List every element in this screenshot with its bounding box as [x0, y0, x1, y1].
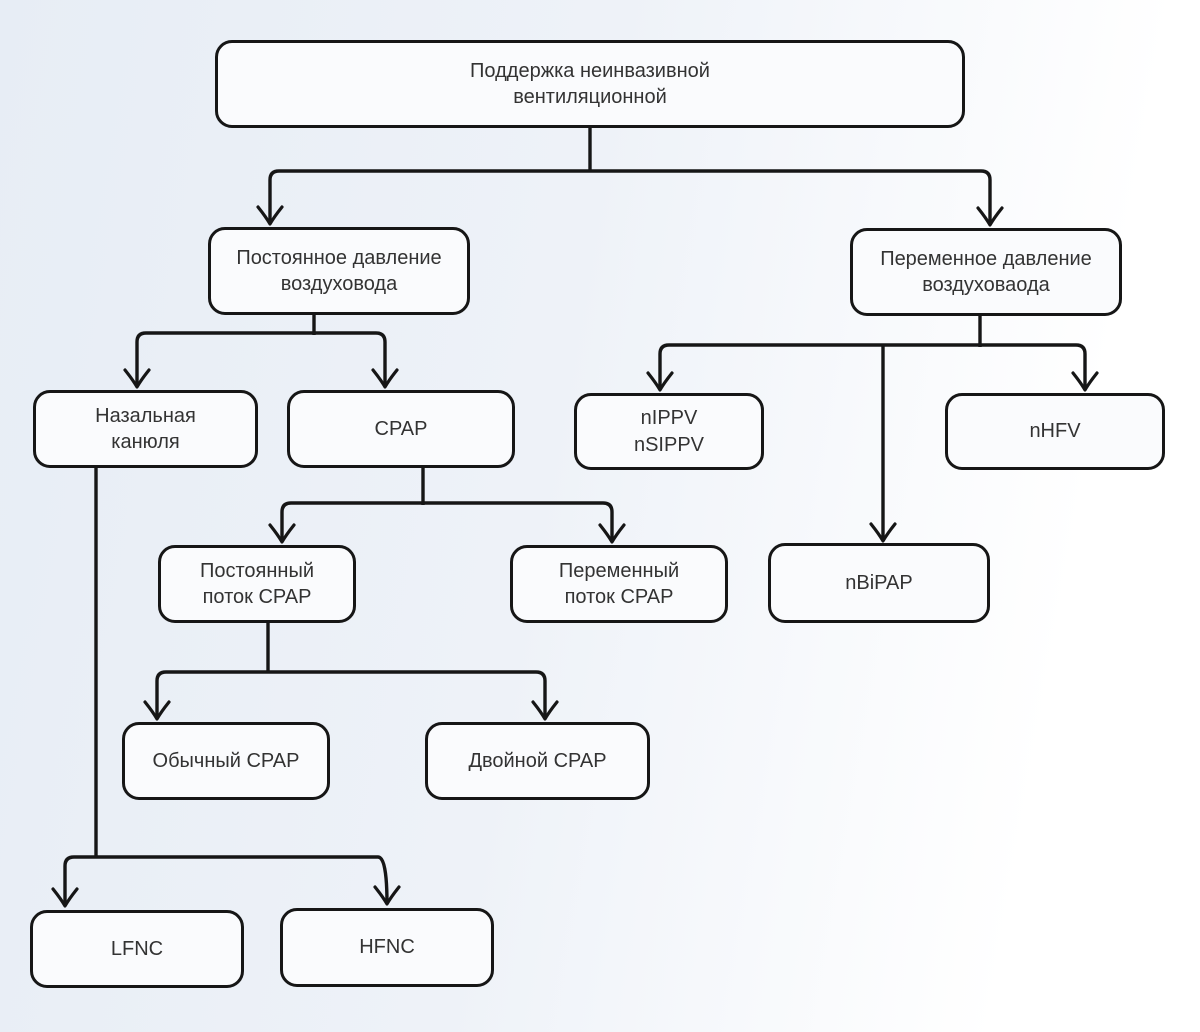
node-cpap: CPAP	[287, 390, 515, 468]
node-root: Поддержка неинвазивной вентиляционной	[215, 40, 965, 128]
node-constant-pressure: Постоянное давление воздуховода	[208, 227, 470, 315]
connector-varpressure-fork	[646, 343, 1099, 392]
node-nhfv: nHFV	[945, 393, 1165, 470]
connector-constpressure-fork	[123, 331, 399, 389]
connector-constflow-fork	[143, 670, 559, 721]
node-hfnc: HFNC	[280, 908, 494, 987]
node-regular-cpap: Обычный CPAP	[122, 722, 330, 800]
node-constant-flow-cpap: Постоянный поток CPAP	[158, 545, 356, 623]
node-lfnc: LFNC	[30, 910, 244, 988]
connector-cpap-fork	[268, 501, 626, 544]
node-double-cpap: Двойной CPAP	[425, 722, 650, 800]
node-nbipap: nBiPAP	[768, 543, 990, 623]
connector-root-fork	[256, 169, 1004, 227]
node-variable-flow-cpap: Переменный поток CPAP	[510, 545, 728, 623]
node-nasal-cannula: Назальная канюля	[33, 390, 258, 468]
node-nippv-nsippv: nIPPV nSIPPV	[574, 393, 764, 470]
node-variable-pressure: Переменное давление воздуховаода	[850, 228, 1122, 316]
connector-nasalcannula-fork	[51, 855, 401, 908]
